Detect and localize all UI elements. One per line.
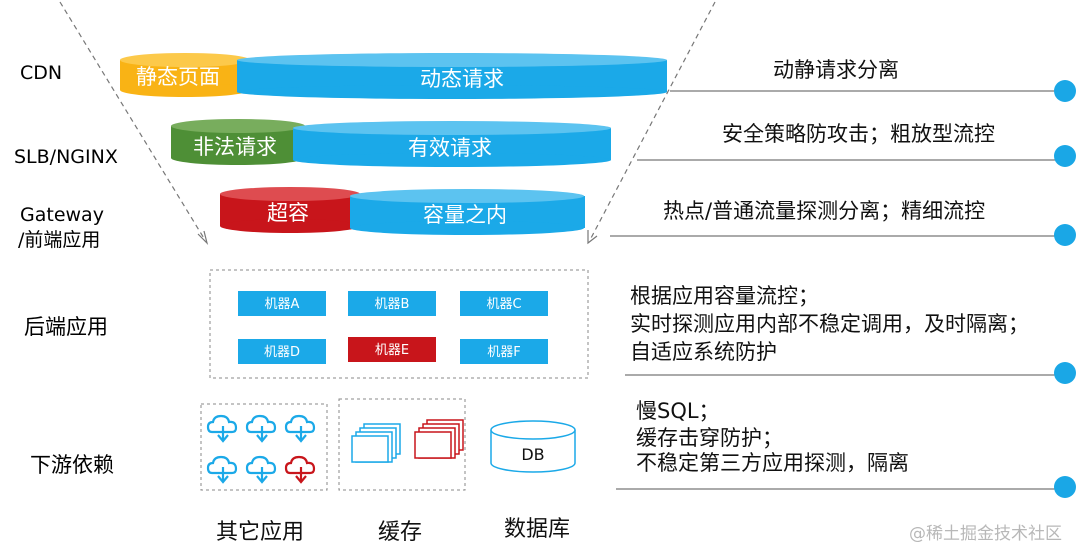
database-label: 数据库 [504, 517, 570, 542]
funnel-left-arrow [197, 230, 209, 245]
cloud-download-icon [245, 455, 277, 484]
cloud-download-icon [245, 414, 277, 443]
desc-downstream-line3: 不稳定第三方应用探测，隔离 [636, 451, 909, 475]
layer-label-gateway: Gateway [20, 204, 104, 226]
cylinder-valid-request: 有效请求 [293, 121, 611, 167]
cloud-download-icon [206, 455, 238, 484]
machine-d: 机器D [238, 339, 326, 364]
desc-cdn: 动静请求分离 [773, 58, 899, 82]
desc-downstream-line1: 慢SQL； [636, 399, 720, 423]
cloud-download-icon [206, 414, 238, 443]
machine-b: 机器B [348, 291, 436, 316]
backend-machines-box [209, 269, 589, 379]
db-label: DB [521, 445, 544, 464]
cache-stack-blue-icon [351, 423, 401, 463]
dot-backend [1054, 362, 1076, 384]
cylinder-static-page: 静态页面 [120, 53, 250, 97]
machine-c-label: 机器C [486, 297, 521, 312]
layer-label-cdn: CDN [20, 62, 62, 84]
machine-f: 机器F [460, 339, 548, 364]
illegal-request-label: 非法请求 [193, 135, 277, 159]
cache-label: 缓存 [378, 520, 422, 545]
watermark: @稀土掘金技术社区 [909, 524, 1062, 544]
desc-slb: 安全策略防攻击；粗放型流控 [722, 122, 995, 146]
machine-e: 机器E [348, 337, 436, 362]
cloud-download-icon [284, 414, 316, 443]
over-capacity-label: 超容 [267, 201, 309, 225]
static-page-label: 静态页面 [136, 65, 220, 89]
funnel-left-line [59, 1, 206, 241]
layer-label-downstream: 下游依赖 [30, 453, 114, 477]
machine-a: 机器A [238, 291, 326, 316]
other-apps-box [200, 403, 328, 491]
cylinder-over-capacity: 超容 [220, 187, 360, 233]
cylinder-illegal-request: 非法请求 [171, 119, 306, 165]
dot-slb [1054, 145, 1076, 167]
desc-backend-line3: 自适应系统防护 [630, 340, 777, 364]
cache-stack-red-icon [414, 419, 464, 459]
desc-gateway: 热点/普通流量探测分离；精细流控 [663, 199, 985, 223]
layer-label-slb: SLB/NGINX [14, 146, 118, 168]
desc-backend-line1: 根据应用容量流控； [630, 284, 819, 308]
desc-backend-line2: 实时探测应用内部不稳定调用，及时隔离； [630, 312, 1029, 336]
machine-b-label: 机器B [375, 297, 410, 312]
machine-d-label: 机器D [264, 345, 300, 360]
database-icon: DB [490, 420, 576, 473]
cache-box [338, 398, 466, 491]
within-capacity-label: 容量之内 [423, 203, 507, 227]
machine-a-label: 机器A [265, 297, 300, 312]
dynamic-request-label: 动态请求 [420, 67, 504, 91]
other-apps-label: 其它应用 [216, 520, 304, 545]
machine-e-label: 机器E [375, 343, 409, 358]
machine-c: 机器C [460, 291, 548, 316]
layer-label-backend: 后端应用 [24, 315, 108, 339]
cylinder-dynamic-request: 动态请求 [237, 53, 667, 99]
desc-downstream-line2: 缓存击穿防护； [636, 426, 783, 450]
layer-label-gateway-frontend: /前端应用 [18, 229, 100, 251]
cloud-download-icon-red [284, 455, 316, 484]
funnel-right-arrow [587, 230, 598, 245]
dot-downstream [1054, 476, 1076, 498]
machine-f-label: 机器F [487, 345, 520, 360]
dot-cdn [1054, 80, 1076, 102]
dot-gateway [1054, 224, 1076, 246]
valid-request-label: 有效请求 [408, 136, 492, 160]
cylinder-within-capacity: 容量之内 [350, 189, 585, 235]
